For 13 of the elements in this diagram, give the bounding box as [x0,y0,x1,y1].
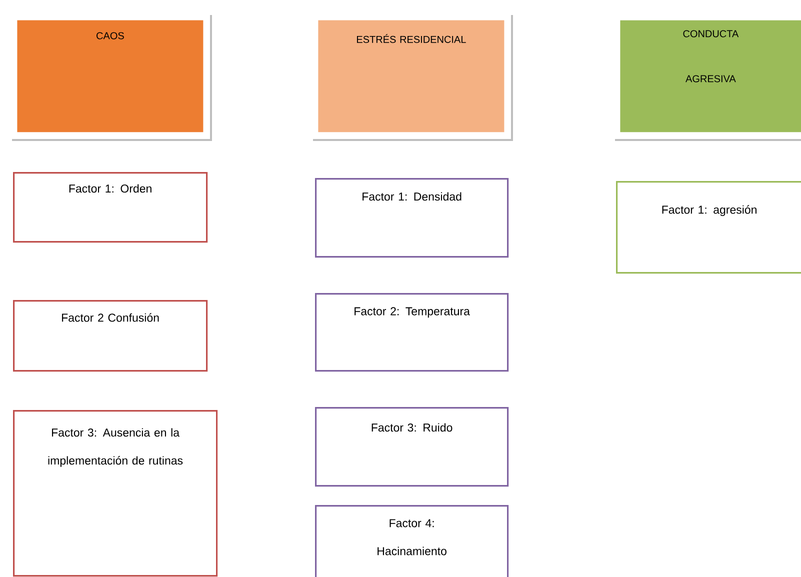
node-label: CONDUCTA AGRESIVA [683,30,739,82]
factor-box: Factor 1: Densidad [315,178,509,258]
category-box: ESTRÉS RESIDENCIAL [311,13,513,141]
category-box: CAOS [10,13,212,141]
factor-box: Factor 1: agresión [616,180,801,274]
factor-box: Factor 1: Orden [13,172,208,243]
factor-box: Factor 2: Temperatura [315,292,509,372]
factor-box: Factor 3: Ruido [315,406,509,487]
factor-box: Factor 4: Hacinamiento [315,504,509,577]
node-label: CAOS [96,32,124,40]
category-box: CONDUCTA AGRESIVA [613,13,801,141]
factor-box: Factor 3: Ausencia en la implementación de rutinas [13,410,218,577]
factor-box: Factor 2 Confusión [13,300,208,372]
